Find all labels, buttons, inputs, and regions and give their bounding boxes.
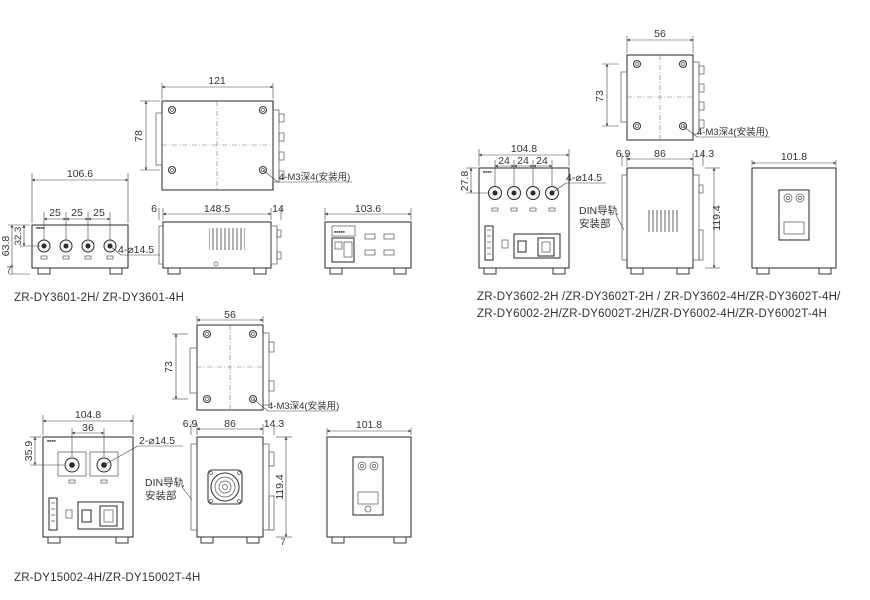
g3-side-height: 119.4 [274,474,286,500]
g1-side-right: 14 [272,203,284,215]
svg-text:■■■■: ■■■■ [483,170,492,174]
g1-rear-width: 103.6 [355,203,381,215]
g2-side-right: 14.3 [694,148,715,160]
g3-front-width: 104.8 [75,409,101,421]
group2-side-view: 6.9 86 14.3 119.4 DIN导轨 安装部 [579,148,723,275]
g1-knob-holes: 4-⌀14.5 [118,244,154,256]
svg-text:■■■■: ■■■■ [47,439,56,443]
g1-top-height: 78 [133,130,145,142]
g3-top-height: 73 [163,361,175,373]
g1-knob-pitch-3: 25 [93,207,105,219]
g3-mount-holes: 4-M3深4(安装用) [268,400,339,412]
g3-din-label-1: DIN导轨 [145,476,185,489]
g3-side-left: 6.9 [183,418,198,430]
g1-brand: ■■■■ [36,226,45,230]
caption-group2-line1: ZR-DY3602-2H /ZR-DY3602T-2H / ZR-DY3602-… [477,291,841,303]
g2-knob-pitch-2: 24 [517,155,529,167]
g2-side-body: 86 [654,148,666,160]
group1-front-view: ■■■■ 106.6 25 25 25 63.8 32.3 [0,168,160,275]
g2-din-label-2: 安装部 [579,217,611,230]
g1-knob-pitch-1: 25 [49,207,61,219]
g3-side-right: 14.3 [264,418,285,430]
g2-side-left: 6.9 [616,148,631,160]
g1-front-height: 63.8 [0,236,12,257]
g3-knob-height: 35.9 [23,441,35,462]
group3-side-view: 6.9 86 14.3 119.4 7 DIN导轨 安装部 [145,418,292,547]
g2-knob-pitch-1: 24 [498,155,510,167]
caption-group3: ZR-DY15002-4H/ZR-DY15002T-4H [14,572,200,584]
g3-rear-width: 101.8 [356,419,382,431]
g3-knob-holes: 2-⌀14.5 [139,435,175,447]
group3-front-view: ■■■■ 104.8 36 35.9 2-⌀14.5 [23,409,183,544]
g1-knob-pitch-2: 25 [71,207,83,219]
g1-knob-height: 32.3 [13,227,24,246]
g1-side-body: 148.5 [204,203,230,215]
g3-top-width: 56 [224,309,236,321]
g3-foot: 7 [280,537,285,547]
g3-fan [207,469,243,505]
g2-side-height: 119.4 [711,205,723,231]
group2-top-view: 56 73 4-M3深4(安装用) [594,28,770,141]
g2-knob-holes: 4-⌀14.5 [566,172,602,184]
g2-rear-width: 101.8 [781,151,807,163]
g2-knobs [488,186,559,212]
g3-din-label-2: 安装部 [145,489,177,502]
g1-top-width: 121 [208,75,226,87]
group1-side-view: 6 148.5 14 [151,203,284,275]
group2-front-view: ■■■■ 104.8 24 [459,143,606,275]
g2-knob-pitch-3: 24 [536,155,548,167]
group1-top-view: 121 78 4-M3深4(安装用) [133,75,352,191]
g3-knob-pitch: 36 [82,422,94,434]
g3-side-body: 86 [224,418,236,430]
g1-foot: 7 [6,265,11,275]
svg-text:■■■■■: ■■■■■ [334,230,345,234]
g1-side-left: 6 [151,203,157,215]
g2-top-width: 56 [654,28,666,40]
group2-rear-view: 101.8 [751,151,837,275]
group3-top-view: 56 73 4-M3深4(安装用) [163,309,339,412]
g2-mount-holes: 4-M3深4(安装用) [697,126,768,138]
g1-front-width: 106.6 [67,168,93,180]
caption-group2-line2: ZR-DY6002-2H/ZR-DY6002T-2H/ZR-DY6002-4H/… [477,308,827,320]
g2-front-width: 104.8 [511,143,537,155]
group1-rear-view: ■■■■■ 103.6 [324,203,412,275]
caption-group1: ZR-DY3601-2H/ ZR-DY3601-4H [14,292,184,304]
g2-top-height: 73 [594,90,606,102]
g2-din-label-1: DIN导轨 [579,204,619,217]
group3-rear-view: 101.8 [326,419,412,544]
g2-knob-height: 27.8 [459,171,471,192]
g1-mount-holes: 4-M3深4(安装用) [279,171,350,183]
